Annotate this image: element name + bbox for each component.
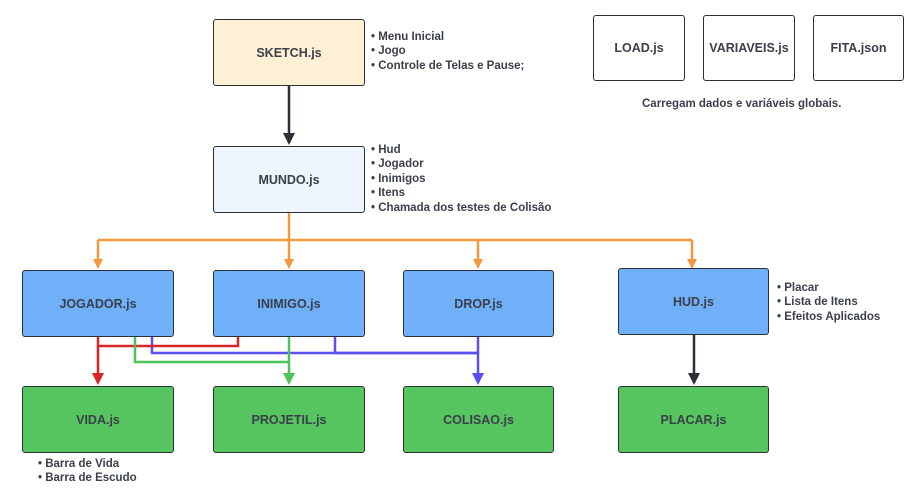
mundo-note-item: Hud bbox=[371, 143, 551, 157]
inimigo-to-vida-line bbox=[98, 337, 240, 348]
mundo-notes: Hud Jogador Inimigos Itens Chamada dos t… bbox=[371, 143, 551, 215]
mundo-note-item: Jogador bbox=[371, 157, 551, 171]
inimigo-to-colisao-line bbox=[333, 337, 478, 355]
inimigo-node: INIMIGO.js bbox=[213, 270, 365, 337]
global-caption: Carregam dados e variáveis globais. bbox=[642, 98, 842, 110]
fita-node: FITA.json bbox=[813, 15, 904, 81]
projetil-node: PROJETIL.js bbox=[213, 386, 365, 453]
sketch-note-item: Jogo bbox=[371, 44, 524, 58]
hud-node: HUD.js bbox=[618, 268, 769, 335]
mundo-note-item: Itens bbox=[371, 186, 551, 200]
hud-note-item: Efeitos Aplicados bbox=[777, 310, 880, 324]
jogador-node: JOGADOR.js bbox=[22, 270, 174, 337]
mundo-node: MUNDO.js bbox=[213, 146, 365, 213]
vida-note-item: Barra de Vida bbox=[38, 457, 137, 471]
hud-note-item: Lista de Itens bbox=[777, 295, 880, 309]
hud-note-item: Placar bbox=[777, 281, 880, 295]
vida-notes: Barra de Vida Barra de Escudo bbox=[38, 457, 137, 486]
placar-node: PLACAR.js bbox=[618, 386, 769, 453]
drop-node: DROP.js bbox=[403, 270, 554, 337]
jogador-to-projetil-line bbox=[133, 337, 289, 364]
load-node: LOAD.js bbox=[593, 15, 685, 81]
jogador-to-colisao-arrow bbox=[150, 337, 478, 355]
colisao-node: COLISAO.js bbox=[403, 386, 554, 453]
sketch-note-item: Controle de Telas e Pause; bbox=[371, 59, 524, 73]
vida-node: VIDA.js bbox=[22, 386, 174, 453]
sketch-notes: Menu Inicial Jogo Controle de Telas e Pa… bbox=[371, 30, 524, 73]
vida-note-item: Barra de Escudo bbox=[38, 471, 136, 485]
sketch-note-item: Menu Inicial bbox=[371, 30, 524, 44]
mundo-note-item: Inimigos bbox=[371, 172, 551, 186]
variaveis-node: VARIAVEIS.js bbox=[703, 15, 795, 81]
hud-notes: Placar Lista de Itens Efeitos Aplicados bbox=[777, 281, 880, 324]
mundo-note-item: Chamada dos testes de Colisão bbox=[371, 201, 551, 215]
sketch-node: SKETCH.js bbox=[213, 19, 365, 86]
